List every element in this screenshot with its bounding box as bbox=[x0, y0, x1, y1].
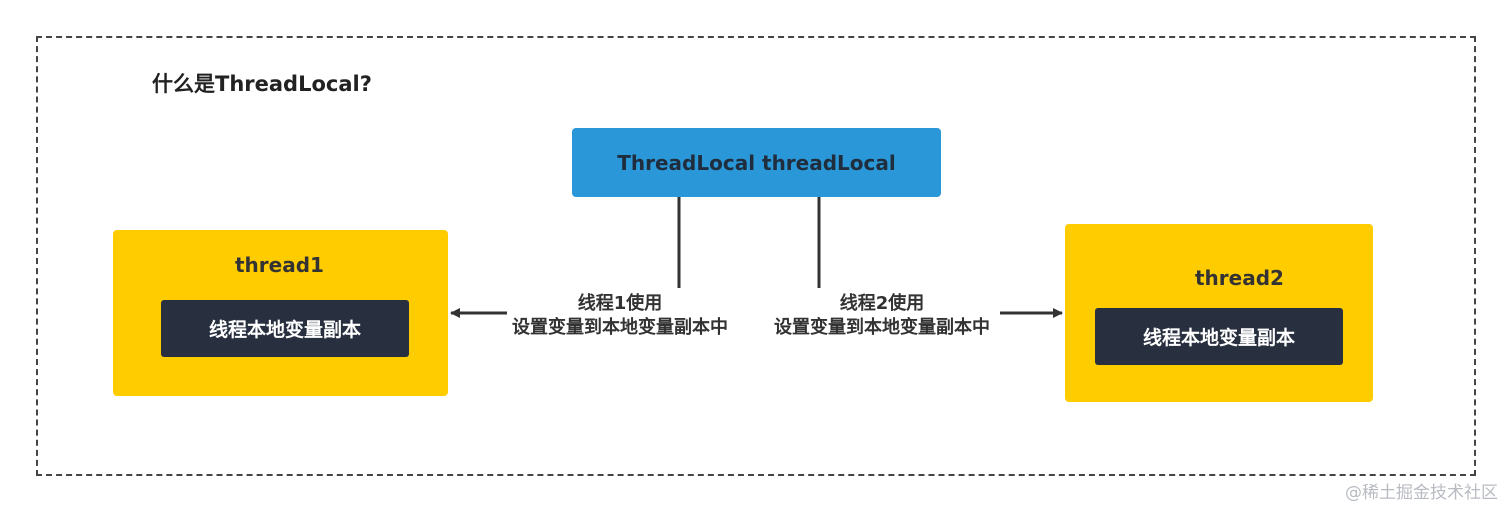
thread1-label: thread1 bbox=[235, 253, 324, 277]
thread1-box: thread1 线程本地变量副本 bbox=[113, 230, 448, 396]
threadlocal-label: ThreadLocal threadLocal bbox=[617, 150, 896, 175]
thread2-local-copy-label: 线程本地变量副本 bbox=[1142, 327, 1295, 349]
watermark: @稀土掘金技术社区 bbox=[1345, 483, 1498, 503]
thread2-note: 线程2使用 设置变量到本地变量副本中 bbox=[762, 292, 1002, 340]
thread2-label: thread2 bbox=[1195, 266, 1284, 290]
diagram-heading: 什么是ThreadLocal? bbox=[152, 72, 372, 96]
thread2-box: thread2 线程本地变量副本 bbox=[1065, 224, 1373, 402]
thread1-local-copy-box: 线程本地变量副本 bbox=[161, 300, 409, 357]
thread1-local-copy-label: 线程本地变量副本 bbox=[208, 319, 361, 341]
thread1-note: 线程1使用 设置变量到本地变量副本中 bbox=[500, 292, 740, 340]
thread1-note-line2: 设置变量到本地变量副本中 bbox=[512, 317, 728, 338]
thread2-local-copy-box: 线程本地变量副本 bbox=[1095, 308, 1343, 365]
thread1-note-line1: 线程1使用 bbox=[577, 293, 663, 314]
thread2-note-line2: 设置变量到本地变量副本中 bbox=[774, 317, 990, 338]
threadlocal-box: ThreadLocal threadLocal bbox=[572, 128, 941, 197]
thread2-note-line1: 线程2使用 bbox=[839, 293, 925, 314]
dashed-frame bbox=[36, 36, 1476, 476]
